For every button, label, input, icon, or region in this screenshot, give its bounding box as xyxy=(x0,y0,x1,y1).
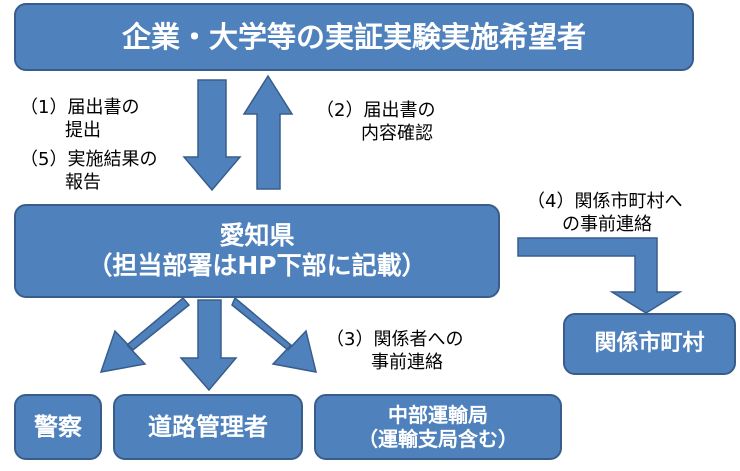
step4-line2: の事前連絡 xyxy=(562,214,652,236)
municipalities-label: 関係市町村 xyxy=(594,330,705,356)
step2-note: （2）届出書の 内容確認 xyxy=(316,99,435,145)
step1-note: （1）届出書の 提出 xyxy=(20,96,139,142)
police-box: 警察 xyxy=(14,394,102,460)
step1-line2: 提出 xyxy=(65,120,101,142)
step3-line2: 事前連絡 xyxy=(371,352,443,374)
applicant-label: 企業・大学等の実証実験実施希望者 xyxy=(121,19,586,54)
step5-line2: 報告 xyxy=(65,172,101,194)
step5-note: （5）実施結果の 報告 xyxy=(20,148,157,194)
down-right-arrow-icon xyxy=(231,296,318,373)
transport-bureau-label: 中部運輸局 xyxy=(388,403,488,427)
municipalities-box: 関係市町村 xyxy=(563,313,736,375)
step5-line1: （5）実施結果の xyxy=(20,149,158,170)
police-label: 警察 xyxy=(34,412,82,441)
step4-line1: （4）関係市町村へ xyxy=(527,191,683,212)
transport-bureau-box: 中部運輸局 （運輸支局含む） xyxy=(314,394,562,460)
prefecture-sublabel: （担当部署はHP下部に記載） xyxy=(87,251,427,280)
prefecture-box: 愛知県 （担当部署はHP下部に記載） xyxy=(14,204,500,298)
step2-line1: （2）届出書の xyxy=(316,100,436,121)
step2-line2: 内容確認 xyxy=(361,123,433,145)
step4-note: （4）関係市町村へ の事前連絡 xyxy=(527,190,682,236)
road-manager-label: 道路管理者 xyxy=(148,412,268,441)
step1-line1: （1）届出書の xyxy=(20,97,140,118)
applicant-box: 企業・大学等の実証実験実施希望者 xyxy=(14,3,694,71)
up-arrow-icon xyxy=(242,74,294,190)
elbow-arrow-icon xyxy=(517,237,683,314)
prefecture-label: 愛知県 xyxy=(219,221,295,250)
down-left-arrow-icon xyxy=(99,296,191,373)
down-arrow-icon xyxy=(179,299,238,392)
road-manager-box: 道路管理者 xyxy=(113,394,303,460)
down-arrow-icon xyxy=(182,79,242,192)
step3-note: （3）関係者への 事前連絡 xyxy=(326,328,463,374)
step3-line1: （3）関係者への xyxy=(326,329,464,350)
transport-bureau-sublabel: （運輸支局含む） xyxy=(358,427,518,451)
